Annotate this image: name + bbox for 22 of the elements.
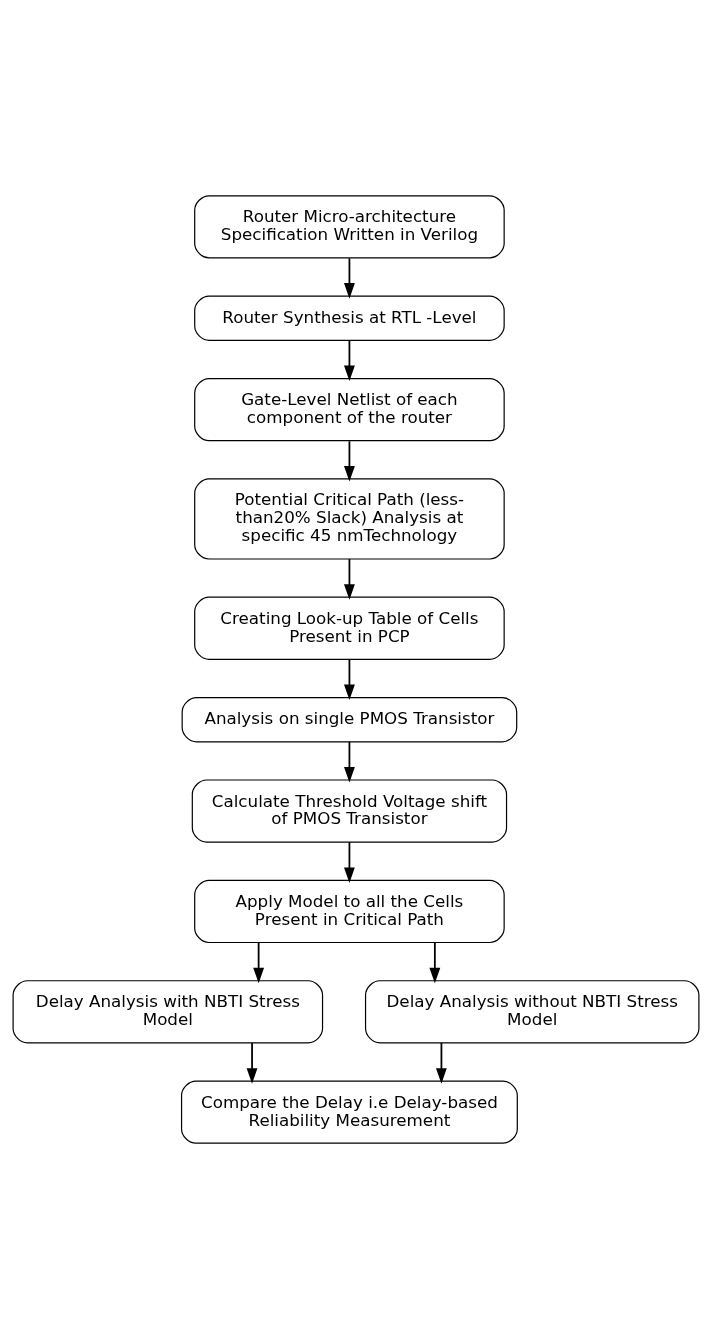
arrow xyxy=(344,440,355,482)
node-box: Creating Look-up Table of Cells Present in PCP xyxy=(194,596,505,660)
arrow xyxy=(253,941,265,984)
node-box: Apply Model to all the Cells Present in Critical Path xyxy=(194,879,505,944)
arrow xyxy=(435,1042,447,1084)
node-box: Router Micro-architecture Specification Written in Verilog xyxy=(194,195,505,259)
arrow xyxy=(344,558,355,600)
arrow xyxy=(344,257,355,299)
arrow xyxy=(344,740,355,783)
node-box: Potential Critical Path (less-than20% Slack) Analysis at specific 45 nmTechnology xyxy=(194,478,505,560)
node-box: Gate-Level Netlist of each component of the router xyxy=(194,378,505,442)
arrow xyxy=(246,1042,258,1084)
node-box: Delay Analysis without NBTI Stress Model xyxy=(364,980,700,1044)
arrow xyxy=(429,941,441,984)
node-box: Analysis on single PMOS Transistor xyxy=(181,697,518,743)
arrow xyxy=(344,841,355,883)
arrow xyxy=(344,339,355,382)
node-box: Delay Analysis with NBTI Stress Model xyxy=(12,980,324,1044)
node-box: Router Synthesis at RTL -Level xyxy=(194,295,505,341)
node-box: Calculate Threshold Voltage shift of PMOS Transistor xyxy=(191,779,508,843)
arrow xyxy=(344,658,355,701)
node-box: Compare the Delay i.e Delay-based Reliability Measurement xyxy=(180,1080,518,1144)
